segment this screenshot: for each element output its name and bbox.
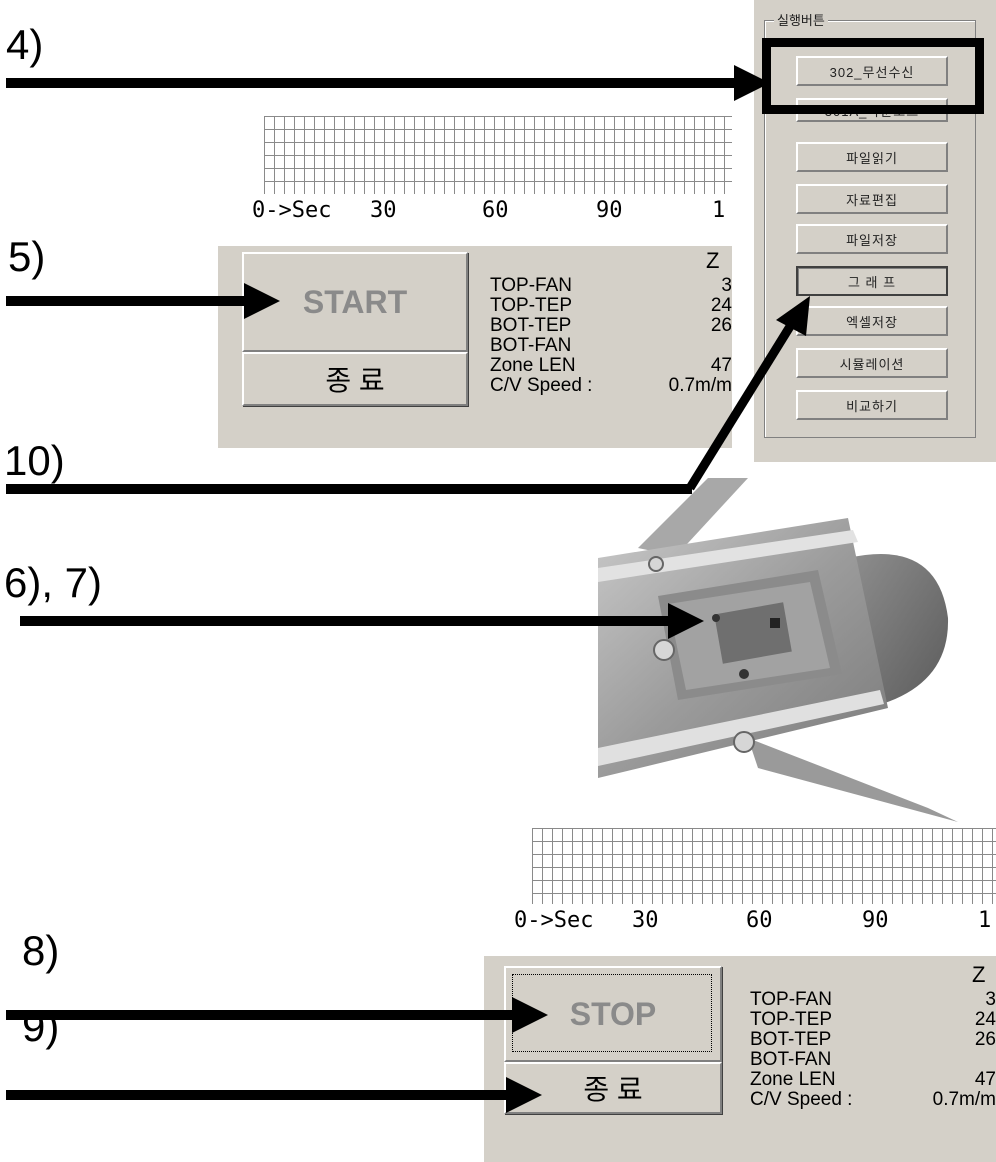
top-graph-grid bbox=[264, 116, 732, 194]
bottom-axis-120: 1 bbox=[978, 908, 992, 933]
arrow-step-5 bbox=[6, 296, 250, 306]
top-axis-prefix: 0->Sec bbox=[252, 198, 332, 223]
profiler-device-illustration bbox=[598, 478, 958, 822]
top-axis-60: 60 bbox=[482, 198, 509, 223]
wireless-receive-button[interactable]: 302_무선수신 bbox=[796, 56, 948, 86]
bottom-axis-prefix: 0->Sec bbox=[514, 908, 594, 933]
arrow-step-8 bbox=[6, 1010, 518, 1020]
top-axis-90: 90 bbox=[596, 198, 623, 223]
top-row-label: C/V Speed : bbox=[490, 375, 593, 396]
top-row-value: 47 bbox=[710, 355, 732, 376]
bottom-zone-values: 3 24 26 47 0.7m/m bbox=[912, 990, 996, 1110]
bottom-row-value: 24 bbox=[974, 1009, 996, 1030]
top-monitor-panel: 0->Sec 30 60 90 1 START 종 료 TOP-FAN TOP-… bbox=[218, 116, 732, 448]
arrow-head-step-5 bbox=[244, 283, 280, 319]
bottom-time-axis: 0->Sec 30 60 90 1 bbox=[484, 904, 996, 956]
bottom-graph-area bbox=[484, 828, 996, 904]
bottom-axis-90: 90 bbox=[862, 908, 889, 933]
file-save-button[interactable]: 파일저장 bbox=[796, 224, 948, 254]
top-row-label: TOP-TEP bbox=[490, 295, 572, 316]
arrow-head-step-9 bbox=[506, 1077, 542, 1113]
top-zone-header: Z bbox=[706, 248, 720, 273]
bottom-row-value: 47 bbox=[974, 1069, 996, 1090]
bottom-zone-header: Z bbox=[972, 962, 986, 987]
bottom-graph-grid bbox=[532, 828, 996, 904]
data-edit-button[interactable]: 자료편집 bbox=[796, 184, 948, 214]
top-graph-area bbox=[218, 116, 732, 194]
bottom-row-value bbox=[912, 1050, 996, 1070]
arrow-head-step-8 bbox=[512, 997, 548, 1033]
top-row-label: TOP-FAN bbox=[490, 275, 572, 296]
file-read-button[interactable]: 파일읽기 bbox=[796, 142, 948, 172]
top-row-label: BOT-TEP bbox=[490, 315, 572, 336]
bottom-zone-labels: TOP-FAN TOP-TEP BOT-TEP BOT-FAN Zone LEN… bbox=[750, 990, 852, 1110]
top-row-value: 24 bbox=[710, 295, 732, 316]
top-time-axis: 0->Sec 30 60 90 1 bbox=[218, 194, 732, 246]
bottom-axis-30: 30 bbox=[632, 908, 659, 933]
arrow-step-9 bbox=[6, 1090, 512, 1100]
highlight-frame bbox=[762, 38, 984, 114]
action-button-group bbox=[764, 20, 976, 438]
step-label-5: 5) bbox=[8, 233, 46, 280]
top-row-value: 3 bbox=[721, 275, 732, 296]
top-exit-button[interactable]: 종 료 bbox=[242, 352, 468, 406]
step-label-6-7: 6), 7) bbox=[4, 559, 103, 606]
bottom-axis-60: 60 bbox=[746, 908, 773, 933]
bottom-row-label: BOT-FAN bbox=[750, 1049, 832, 1070]
top-zone-values: 3 24 26 47 0.7m/m bbox=[648, 276, 732, 396]
action-group-title: 실행버튼 bbox=[774, 10, 828, 29]
thermal-profiler-photo bbox=[598, 478, 996, 822]
step-label-8: 8) bbox=[22, 927, 60, 974]
top-row-value: 26 bbox=[710, 315, 732, 336]
top-row-label: Zone LEN bbox=[490, 355, 576, 376]
arrow-head-step-4 bbox=[734, 65, 770, 101]
top-axis-30: 30 bbox=[370, 198, 397, 223]
excel-save-button[interactable]: 엑셀저장 bbox=[796, 306, 948, 336]
bottom-row-label: TOP-FAN bbox=[750, 989, 832, 1010]
arrow-step-10 bbox=[6, 484, 692, 494]
bottom-row-value: 0.7m/m bbox=[932, 1089, 996, 1110]
arrow-head-step-6-7 bbox=[668, 603, 704, 639]
stop-button[interactable]: STOP bbox=[504, 966, 722, 1062]
bottom-row-value: 3 bbox=[985, 989, 996, 1010]
bottom-row-label: BOT-TEP bbox=[750, 1029, 832, 1050]
bottom-row-value: 26 bbox=[974, 1029, 996, 1050]
top-axis-120: 1 bbox=[712, 198, 726, 223]
bottom-row-label: C/V Speed : bbox=[750, 1089, 853, 1110]
bottom-row-label: TOP-TEP bbox=[750, 1009, 832, 1030]
step-label-10: 10) bbox=[4, 437, 65, 484]
arrow-step-4 bbox=[6, 78, 740, 88]
graph-button[interactable]: 그 래 프 bbox=[796, 266, 948, 296]
bottom-monitor-panel: 0->Sec 30 60 90 1 STOP 종 료 TOP-FAN TOP-T… bbox=[484, 828, 996, 1162]
top-row-value: 0.7m/m bbox=[668, 375, 732, 396]
bottom-row-label: Zone LEN bbox=[750, 1069, 836, 1090]
simulation-button[interactable]: 시뮬레이션 bbox=[796, 348, 948, 378]
top-zone-labels: TOP-FAN TOP-TEP BOT-TEP BOT-FAN Zone LEN… bbox=[490, 276, 592, 396]
arrow-step-6-7 bbox=[20, 616, 674, 626]
step-label-4: 4) bbox=[6, 21, 44, 68]
compare-button[interactable]: 비교하기 bbox=[796, 390, 948, 420]
top-row-label: BOT-FAN bbox=[490, 335, 572, 356]
arrow-step-10-diagonal bbox=[686, 296, 810, 491]
